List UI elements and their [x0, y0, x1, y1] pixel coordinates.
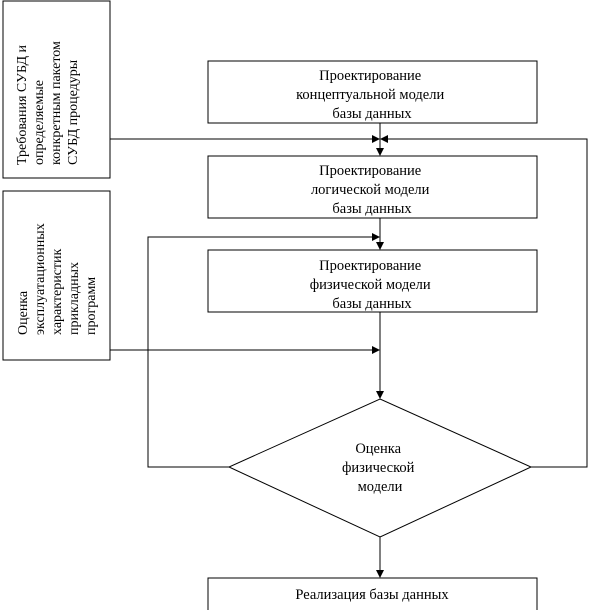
logical-model-block: Проектирование логической модели базы да…: [207, 155, 538, 219]
conceptual-model-block: Проектирование концептуальной модели баз…: [207, 60, 538, 124]
evaluation-text: Оценка физической модели: [342, 441, 418, 495]
performance-evaluation-box: Оценка эксплуатационных характеристик пр…: [2, 190, 111, 361]
dbms-requirements-text: Требования СУБД и определяемые конкретны…: [15, 38, 81, 165]
logical-model-text: Проектирование логической модели базы да…: [311, 163, 433, 217]
evaluation-decision: Оценка физической модели: [227, 398, 533, 538]
physical-model-block: Проектирование физической модели базы да…: [207, 249, 538, 313]
feedback-loop-left: [147, 233, 380, 468]
dbms-requirements-box: Требования СУБД и определяемые конкретны…: [2, 0, 111, 179]
implementation-text: Реализация базы данных: [295, 587, 449, 603]
implementation-block: Реализация базы данных: [207, 577, 538, 610]
feedback-loop-right: [380, 135, 588, 468]
conceptual-model-text: Проектирование концептуальной модели баз…: [296, 68, 448, 122]
performance-evaluation-text: Оценка эксплуатационных характеристик пр…: [16, 220, 99, 335]
physical-model-text: Проектирование физической модели базы да…: [310, 258, 435, 312]
